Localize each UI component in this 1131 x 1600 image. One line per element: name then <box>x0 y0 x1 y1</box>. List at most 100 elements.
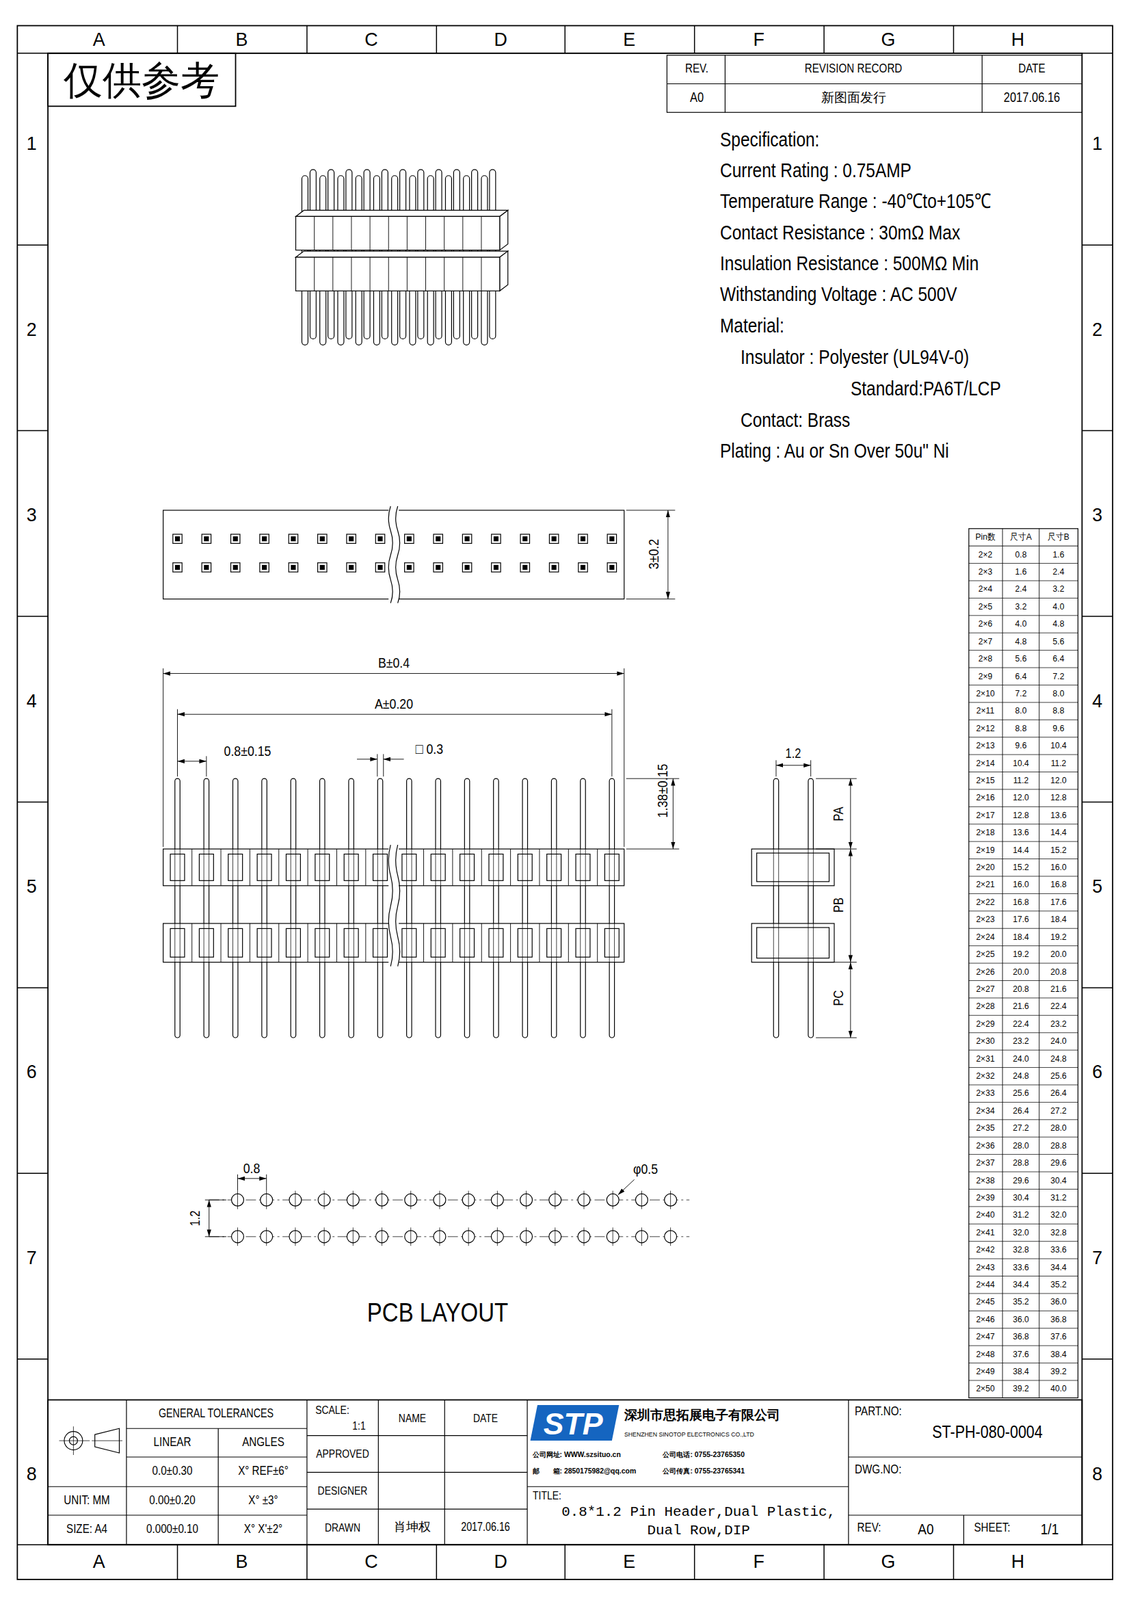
pin-hidden <box>411 848 413 886</box>
cavity <box>460 927 475 957</box>
table-cell: 2×30 <box>976 1035 995 1045</box>
pin-section <box>436 564 441 569</box>
pin-section <box>581 536 586 541</box>
pin-hidden <box>522 923 524 963</box>
tolerance-cell: X° X'±2° <box>244 1522 283 1536</box>
table-cell: 19.2 <box>1012 949 1029 958</box>
body-divider <box>443 216 445 250</box>
dimension-line <box>672 778 674 849</box>
table-line <box>968 858 1079 859</box>
body-divider <box>332 216 334 250</box>
pin <box>435 778 441 1038</box>
pin-hidden <box>295 848 297 886</box>
cavity <box>430 927 446 957</box>
contact-info: 公司电话: 0755-23765350 <box>662 1451 745 1458</box>
grid-letter: G <box>881 30 896 50</box>
pin-hidden <box>377 848 379 886</box>
table-cell: 29.6 <box>1012 1175 1029 1185</box>
table-cell: 29.6 <box>1050 1157 1067 1167</box>
view-label: PCB LAYOUT <box>367 1299 509 1326</box>
cavity <box>198 854 214 881</box>
table-cell: 20.0 <box>1050 949 1067 958</box>
table-cell: 10.4 <box>1050 740 1067 750</box>
pin-hidden <box>807 923 809 963</box>
table-cell: 40.0 <box>1050 1384 1067 1393</box>
tolerance-cell: X° REF±6° <box>237 1464 289 1478</box>
table-cell: 27.2 <box>1050 1105 1067 1115</box>
body-divider <box>538 848 540 886</box>
cavity <box>257 854 272 881</box>
grid-divider <box>1081 986 1113 988</box>
hole-center <box>468 1190 470 1209</box>
table-cell: 2×28 <box>976 1001 995 1011</box>
table-cell: 2×29 <box>976 1018 995 1028</box>
pin-square <box>607 534 617 543</box>
table-cell: 2×18 <box>976 828 995 837</box>
grid-number: 5 <box>26 877 37 896</box>
table-cell: 2×34 <box>976 1105 995 1115</box>
table-line <box>968 562 1079 564</box>
table-line <box>968 910 1079 911</box>
cavity <box>373 927 388 957</box>
tolerance-cell: SIZE: A4 <box>66 1522 108 1536</box>
spec-text: Material: <box>720 315 785 336</box>
hole-center <box>438 1190 440 1209</box>
hole-center <box>237 1190 238 1209</box>
dimension-line <box>849 962 851 1038</box>
pin-section <box>406 536 411 541</box>
pin-hidden <box>406 848 407 886</box>
cavity <box>575 854 591 881</box>
table-cell: 18.4 <box>1012 932 1029 941</box>
table-cell: 2×8 <box>978 653 993 663</box>
pin-square <box>317 534 327 543</box>
table-cell: 2×40 <box>976 1210 995 1220</box>
title-block-cell: 1:1 <box>352 1418 366 1430</box>
hole-center <box>612 1226 614 1246</box>
table-cell: 8.0 <box>1015 706 1028 716</box>
extension-line <box>810 759 811 777</box>
pin-hidden <box>551 848 552 886</box>
extension-line <box>177 709 178 777</box>
pin-hidden <box>179 923 181 963</box>
table-cell: 2.4 <box>1053 566 1065 576</box>
grid-divider <box>306 25 308 54</box>
cavity <box>517 927 532 957</box>
pin-square <box>578 562 588 572</box>
table-line <box>968 1188 1079 1190</box>
title-block-cell: DRAWN <box>324 1520 361 1532</box>
table-cell: 2.4 <box>1015 584 1028 594</box>
dimension: 0.8±0.15 <box>224 743 272 758</box>
grid-divider <box>823 1544 824 1579</box>
pin-square <box>607 562 617 572</box>
tolerance-cell: ANGLES <box>242 1435 285 1449</box>
spec-text: Contact Resistance : 30mΩ Max <box>720 222 961 243</box>
table-cell: 26.4 <box>1050 1088 1067 1098</box>
hole-center <box>265 1226 267 1246</box>
grid-divider <box>17 615 48 617</box>
title-block-cell: APPROVED <box>315 1447 369 1459</box>
table-line <box>968 927 1079 929</box>
pin-hidden <box>493 848 494 886</box>
cavity <box>170 854 185 881</box>
plastic-body <box>296 216 500 250</box>
pin <box>232 778 238 1038</box>
table-cell: 2×26 <box>976 966 995 976</box>
body-divider <box>425 216 427 250</box>
body-divider <box>480 257 482 291</box>
table-cell: 22.4 <box>1050 1001 1067 1011</box>
body-divider <box>220 848 222 886</box>
table-line <box>968 579 1079 581</box>
pin-section <box>175 564 180 569</box>
grid-number: 2 <box>26 320 37 339</box>
plastic-body <box>751 848 835 886</box>
table-cell: 2×46 <box>976 1314 995 1324</box>
pin-square <box>201 534 211 543</box>
body-divider <box>336 848 338 886</box>
body-divider <box>336 923 338 963</box>
hole-center <box>438 1226 440 1246</box>
break-line <box>388 844 393 966</box>
table-header: 尺寸B <box>1047 532 1069 542</box>
grid-letter: B <box>235 30 249 50</box>
revision-cell: REVISION RECORD <box>804 62 903 76</box>
pin-section <box>320 564 325 569</box>
